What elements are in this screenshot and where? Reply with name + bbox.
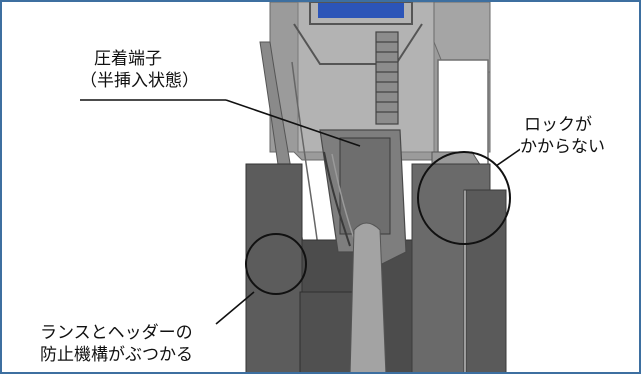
blue-seal [318, 2, 404, 18]
seal-taper [293, 23, 423, 65]
lance-header-label-line2: 防止機構がぶつかる [40, 345, 193, 365]
terminal-contact-spring [323, 151, 351, 247]
lock-label: ロックが かからない [520, 114, 605, 158]
lower-header-right [411, 163, 491, 372]
seal-frame [309, 2, 413, 25]
lance-header-label-line1: ランスとヘッダーの [40, 323, 193, 343]
ribbed-detail [375, 31, 399, 125]
terminal-pointer-line [225, 99, 361, 147]
lock-leader-line [495, 147, 523, 167]
crimp-terminal-label: 圧着端子 （半挿入状態） [80, 48, 199, 92]
lower-header-body [245, 163, 303, 372]
lock-label-line2: かからない [520, 137, 605, 157]
lance-header-label: ランスとヘッダーの 防止機構がぶつかる [40, 322, 193, 366]
lance-leader-line [215, 291, 255, 325]
lower-right-block [465, 189, 507, 372]
mating-pin [349, 222, 387, 372]
lock-label-line1: ロックが [524, 115, 592, 135]
terminal-box [339, 137, 391, 235]
crimp-terminal-label-line2: （半挿入状態） [80, 71, 199, 91]
lance-highlight-circle [245, 233, 307, 295]
lock-highlight-circle [417, 151, 511, 245]
crimp-terminal-label-line1: 圧着端子 [94, 49, 162, 69]
